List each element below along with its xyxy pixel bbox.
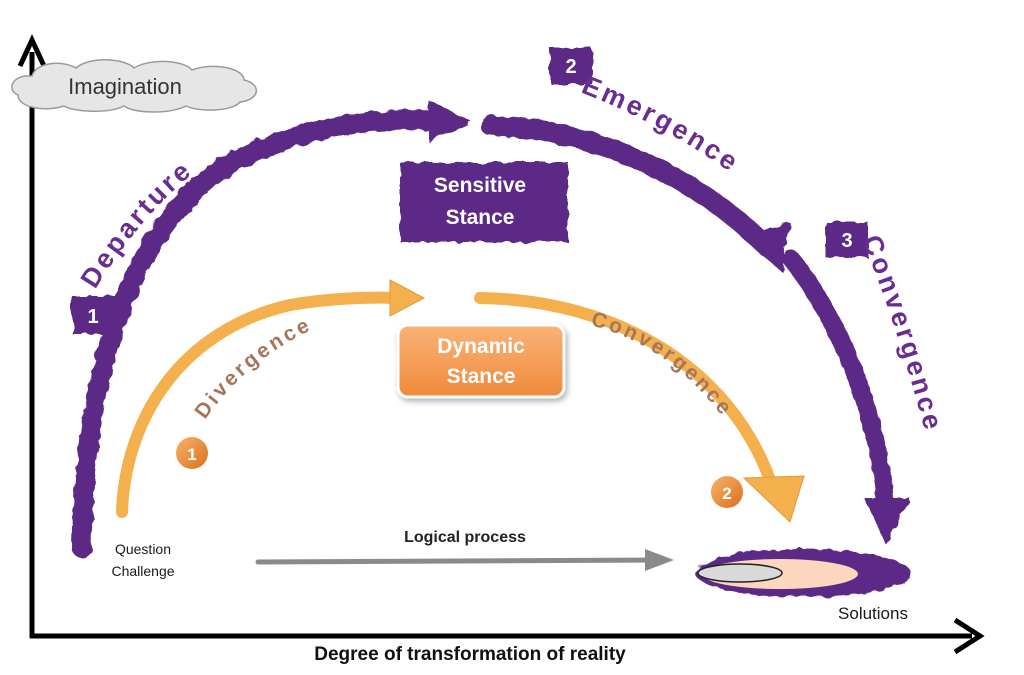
emergence-arrowhead xyxy=(740,222,790,272)
outer-stage-badge-1: 1 xyxy=(72,296,116,334)
logical-process-line xyxy=(255,557,653,565)
dynamic-stance: Dynamic Stance xyxy=(396,323,566,399)
inner-badge-2-number: 2 xyxy=(722,484,731,503)
outer-badge-2-shape xyxy=(550,48,592,84)
inner-path xyxy=(116,279,805,523)
divergence-label-text: Divergence xyxy=(190,313,312,423)
sensitive-stance-background xyxy=(400,162,568,242)
solutions-gray-ellipse xyxy=(697,563,783,583)
convergence-inner-label-text: Convergence xyxy=(589,308,735,422)
convergence-inner-label: Convergence xyxy=(589,308,738,422)
logical-process-arrowhead xyxy=(645,549,674,571)
x-axis-arrowhead xyxy=(953,617,985,655)
convergence-inner-arc xyxy=(474,292,776,486)
dynamic-stance-line1: Dynamic xyxy=(437,335,525,358)
divergence-arrowhead xyxy=(389,279,426,317)
cloud-shape xyxy=(11,59,257,113)
start-point: Question Challenge xyxy=(111,541,174,579)
challenge-label: Challenge xyxy=(111,563,174,579)
inner-badge-1-number: 1 xyxy=(187,445,196,464)
question-label: Question xyxy=(115,541,171,557)
convergence-inner-arrowhead xyxy=(742,475,805,523)
departure-arrowhead xyxy=(428,100,472,142)
outer-badge-1-number: 1 xyxy=(87,306,98,328)
imagination-label: Imagination xyxy=(68,74,182,99)
inner-badge-1-circle xyxy=(176,437,208,469)
divergence-arc xyxy=(116,291,401,518)
emergence-arc xyxy=(480,115,775,255)
axes: Degree of transformation of reality xyxy=(17,34,985,665)
outer-badge-3-shape xyxy=(826,222,868,258)
solutions-label: Solutions xyxy=(838,604,908,623)
convergence-outer-arc xyxy=(783,251,894,514)
solutions: Solutions xyxy=(695,549,911,623)
logical-process: Logical process xyxy=(255,529,674,571)
logical-process-label: Logical process xyxy=(404,529,526,546)
inner-badge-2-circle xyxy=(711,476,743,508)
sensitive-stance-line2: Stance xyxy=(446,206,515,229)
outer-badge-2-number: 2 xyxy=(565,56,576,78)
outer-badge-3-number: 3 xyxy=(841,230,852,252)
convergence-outer-arrowhead xyxy=(864,498,910,545)
imagination-cloud: Imagination xyxy=(11,59,257,113)
dynamic-stance-line2: Stance xyxy=(447,365,516,388)
outer-badge-1-shape xyxy=(72,296,116,334)
outer-stage-badge-3: 3 xyxy=(826,222,868,258)
y-axis-arrowhead xyxy=(17,34,47,68)
x-axis-label: Degree of transformation of reality xyxy=(314,644,626,665)
sensitive-stance-line1: Sensitive xyxy=(434,174,526,197)
divergence-label: Divergence xyxy=(190,313,315,423)
outer-path xyxy=(72,100,910,558)
inner-stage-badge-2: 2 xyxy=(711,476,743,508)
sensitive-stance: Sensitive Stance xyxy=(400,162,568,242)
departure-arc xyxy=(72,109,450,558)
inner-stage-badge-1: 1 xyxy=(176,437,208,469)
dynamic-stance-box xyxy=(396,323,566,399)
outer-stage-badge-2: 2 xyxy=(550,48,592,84)
